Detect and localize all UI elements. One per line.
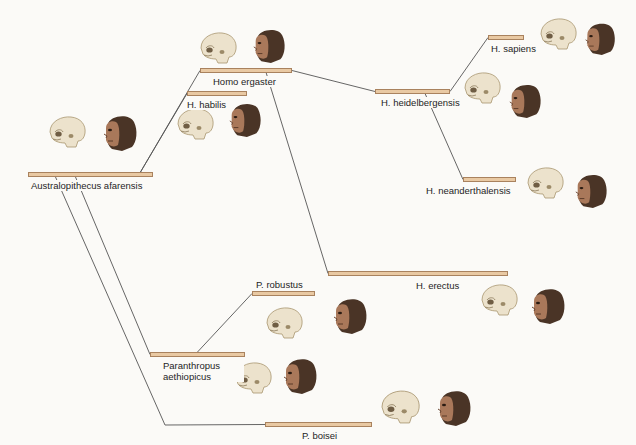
species-node: Paranthropus aethiopicus: [150, 352, 245, 358]
lineage-line: [56, 177, 266, 425]
species-node: H. habilis: [187, 91, 247, 97]
species-node: P. boisei: [265, 422, 372, 428]
species-node: H. heidelbergensis: [375, 89, 450, 95]
species-label: Australopithecus afarensis: [30, 180, 143, 191]
species-label: P. boisei: [301, 430, 338, 441]
species-bar: [265, 422, 372, 427]
species-bar: [252, 291, 315, 296]
species-bar: [150, 352, 245, 357]
species-label: P. robustus: [255, 279, 304, 290]
lineage-line: [450, 38, 488, 92]
lineage-line: [198, 294, 253, 353]
species-label: H. neanderthalensis: [425, 185, 512, 196]
species-label: Paranthropus aethiopicus: [162, 360, 244, 382]
species-label: H. habilis: [186, 99, 227, 110]
species-node: H. erectus: [328, 271, 508, 277]
species-bar: [28, 172, 153, 177]
species-node: Homo ergaster: [200, 68, 292, 74]
species-node: Australopithecus afarensis: [28, 172, 153, 178]
lineage-line: [76, 177, 151, 355]
lineage-line: [292, 71, 375, 92]
species-label: H. erectus: [415, 280, 460, 291]
lineage-line: [141, 71, 201, 173]
species-label: Homo ergaster: [212, 76, 277, 87]
species-bar: [488, 35, 524, 40]
species-bar: [375, 89, 450, 94]
species-label: H. sapiens: [490, 43, 537, 54]
species-label: H. heidelbergensis: [380, 97, 461, 108]
species-bar: [187, 91, 247, 96]
species-bar: [200, 68, 292, 73]
species-node: H. sapiens: [488, 35, 524, 41]
species-bar: [328, 271, 508, 276]
species-bar: [463, 177, 516, 182]
species-node: H. neanderthalensis: [463, 177, 516, 183]
lineage-line: [266, 73, 328, 274]
species-node: P. robustus: [252, 291, 315, 297]
